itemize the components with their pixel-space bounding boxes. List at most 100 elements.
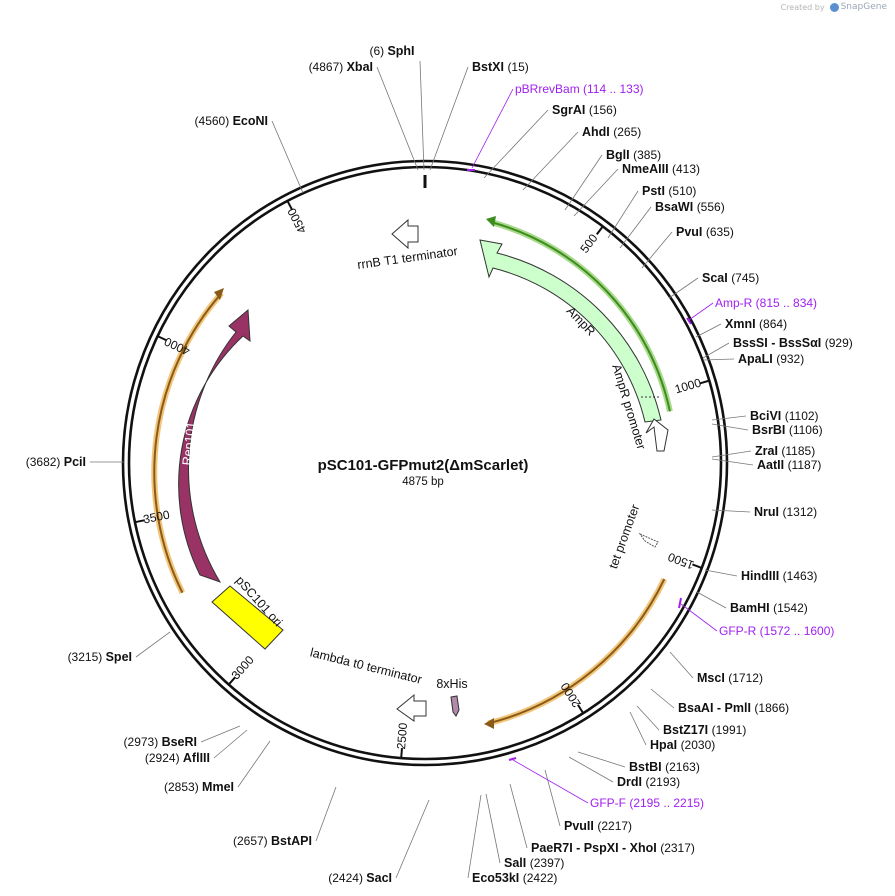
tick-label: 1000 bbox=[673, 375, 703, 396]
restriction-site-label: ApaLI (932) bbox=[738, 352, 804, 366]
site-name: BsrBI bbox=[752, 423, 789, 437]
restriction-site-label: (2924) AflIII bbox=[145, 751, 210, 765]
site-name: MscI bbox=[697, 671, 728, 685]
site-leader-line bbox=[485, 793, 501, 864]
site-leader-line bbox=[429, 66, 469, 171]
his-tag-marker bbox=[450, 695, 460, 717]
gfp-f-primer-mark bbox=[508, 757, 517, 761]
gfp-orf-arrow bbox=[484, 718, 494, 729]
tick-mark bbox=[227, 676, 237, 686]
feature-label-8xhis: 8xHis bbox=[436, 677, 467, 691]
site-position: (2973) bbox=[124, 735, 162, 749]
gfp-orf-arc-line bbox=[487, 578, 666, 725]
site-name: NruI bbox=[754, 505, 782, 519]
ampr-feature-arrow bbox=[479, 239, 662, 423]
site-leader-line bbox=[315, 786, 337, 842]
site-name: SgrAI bbox=[552, 103, 589, 117]
site-position: (156) bbox=[589, 103, 617, 117]
rrnb-terminator-arrow bbox=[391, 218, 419, 250]
restriction-site-label: BsaWI (556) bbox=[655, 200, 725, 214]
site-position: (2853) bbox=[164, 780, 202, 794]
site-position: (864) bbox=[759, 317, 787, 331]
restriction-site-label: BstXI (15) bbox=[472, 60, 529, 74]
site-position: (1185) bbox=[781, 444, 815, 458]
restriction-site-label: HindIII (1463) bbox=[741, 569, 817, 583]
feature-label-lambda-terminator: lambda t0 terminator bbox=[309, 645, 424, 686]
site-name: BstAPI bbox=[271, 834, 312, 848]
site-leader-line bbox=[607, 190, 639, 239]
site-leader-line bbox=[573, 168, 619, 217]
site-position: (2217) bbox=[597, 819, 632, 833]
site-leader-line bbox=[200, 725, 241, 743]
site-position: (6) bbox=[369, 44, 387, 58]
site-name: MmeI bbox=[202, 780, 234, 794]
restriction-site-label: AhdI (265) bbox=[582, 125, 641, 139]
restriction-site-label: (2424) SacI bbox=[328, 871, 392, 885]
site-leader-line bbox=[696, 591, 727, 609]
site-leader-line bbox=[711, 458, 754, 466]
site-position: (1712) bbox=[728, 671, 763, 685]
site-leader-line bbox=[509, 783, 528, 849]
site-name: BssSI - BssSαI bbox=[733, 336, 825, 350]
restriction-site-label: BstBI (2163) bbox=[629, 760, 700, 774]
restriction-site-label: (6) SphI bbox=[369, 44, 414, 58]
restriction-site-label: BsrBI (1106) bbox=[752, 423, 823, 437]
ampr-primer-mark bbox=[686, 317, 692, 325]
tick-label: 500 bbox=[577, 231, 600, 256]
site-leader-line bbox=[711, 450, 752, 458]
site-name: PvuI bbox=[676, 225, 706, 239]
site-position: (2657) bbox=[233, 834, 271, 848]
site-name: BciVI bbox=[750, 409, 785, 423]
psc101-ori-box bbox=[211, 585, 284, 650]
plasmid-length: 4875 bp bbox=[402, 476, 444, 488]
site-leader-line bbox=[668, 277, 699, 299]
site-name: ScaI bbox=[702, 271, 731, 285]
site-position: (15) bbox=[507, 60, 528, 74]
site-leader-line bbox=[483, 109, 549, 179]
primer-label: GFP-R (1572 .. 1600) bbox=[719, 624, 834, 638]
site-leader-line bbox=[544, 769, 561, 827]
tick-label: 2000 bbox=[558, 680, 584, 710]
restriction-site-label: (3682) PciI bbox=[26, 455, 86, 469]
restriction-site-label: (4867) XbaI bbox=[309, 60, 373, 74]
site-name: HindIII bbox=[741, 569, 783, 583]
amp-orf-arc-line bbox=[491, 221, 671, 412]
restriction-site-label: MscI (1712) bbox=[697, 671, 763, 685]
site-name: BamHI bbox=[730, 601, 773, 615]
restriction-site-label: NmeAIII (413) bbox=[622, 162, 700, 176]
site-leader-line bbox=[702, 358, 735, 361]
tet-promoter-arrow bbox=[638, 532, 659, 548]
tick-label: 4500 bbox=[284, 205, 309, 235]
site-name: SacI bbox=[366, 871, 392, 885]
watermark-app-name: SnapGene bbox=[840, 2, 887, 12]
site-name: ApaLI bbox=[738, 352, 776, 366]
site-name: HpaI bbox=[650, 738, 681, 752]
restriction-site-label: DrdI (2193) bbox=[617, 775, 680, 789]
site-name: ZraI bbox=[755, 444, 781, 458]
site-name: BstZ17I bbox=[663, 723, 712, 737]
site-name: PstI bbox=[642, 184, 668, 198]
site-position: (932) bbox=[776, 352, 804, 366]
gfp-r-primer-mark bbox=[678, 597, 682, 609]
site-name: AhdI bbox=[582, 125, 613, 139]
site-leader-line bbox=[695, 323, 722, 338]
restriction-site-label: XmnI (864) bbox=[725, 317, 787, 331]
tick-mark bbox=[157, 335, 168, 342]
site-name: BsaWI bbox=[655, 200, 697, 214]
backbone-inner bbox=[127, 165, 723, 761]
tick-label: 2500 bbox=[394, 722, 410, 750]
site-name: AflIII bbox=[183, 751, 210, 765]
site-leader-line bbox=[467, 794, 482, 879]
site-position: (1542) bbox=[773, 601, 808, 615]
site-position: (265) bbox=[613, 125, 641, 139]
primer-leader-line bbox=[471, 88, 514, 169]
tick-label: 3000 bbox=[229, 653, 257, 683]
snapgene-logo-icon bbox=[829, 2, 839, 12]
site-leader-line bbox=[669, 651, 694, 679]
restriction-site-label: PvuII (2217) bbox=[564, 819, 632, 833]
site-leader-line bbox=[619, 206, 652, 249]
plasmid-title: pSC101-GFPmut2(ΔmScarlet) bbox=[318, 457, 529, 474]
site-name: BglI bbox=[606, 148, 633, 162]
restriction-site-label: NruI (1312) bbox=[754, 505, 817, 519]
